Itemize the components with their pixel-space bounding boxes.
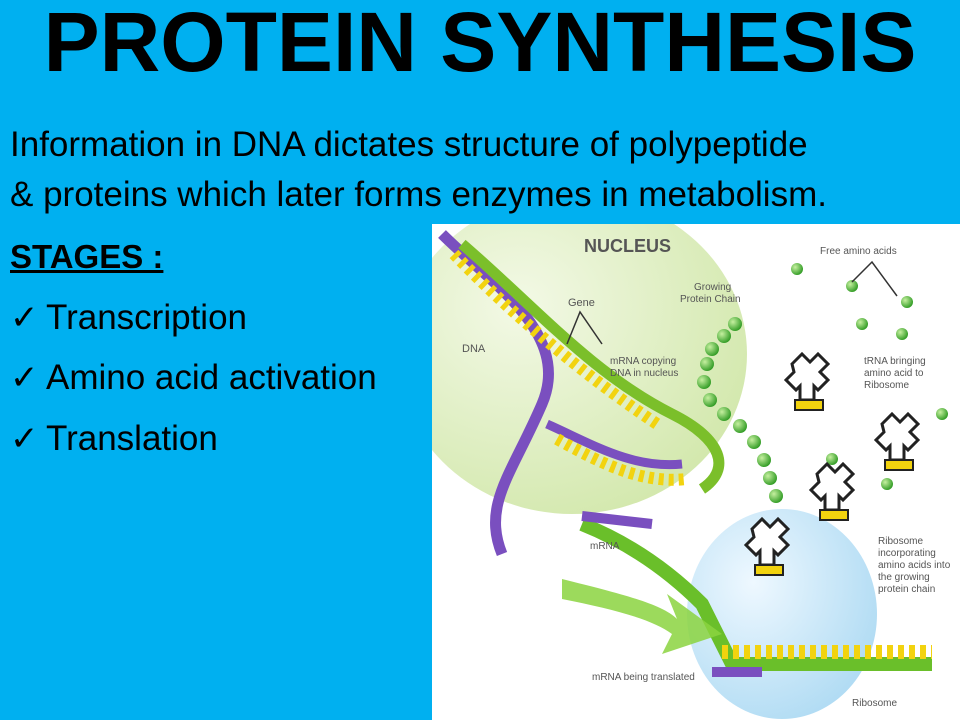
label-ribosome-inc-1: Ribosome — [878, 536, 923, 547]
dna-strand-green — [458, 239, 725, 494]
free-amino-pointer — [851, 260, 898, 297]
label-ribosome-inc-5: protein chain — [878, 584, 935, 595]
label-mrna-copying-2: DNA in nucleus — [610, 368, 678, 379]
stage-label: Amino acid activation — [46, 358, 377, 397]
free-amino-acids — [791, 263, 948, 490]
label-dna: DNA — [462, 343, 486, 355]
dna-rungs — [449, 249, 661, 429]
dna-strand-purple — [438, 230, 554, 557]
label-mrna-translated: mRNA being translated — [592, 672, 695, 683]
label-trna-2: amino acid to — [864, 368, 924, 379]
stage-label: Transcription — [46, 298, 247, 337]
stage-item-translation: ✓Translation — [10, 414, 218, 464]
mrna-green-ribbon — [579, 517, 932, 671]
label-trna-1: tRNA bringing — [864, 356, 926, 367]
label-gene: Gene — [568, 297, 595, 309]
intro-line-2: & proteins which later forms enzymes in … — [10, 175, 827, 214]
trna-molecules — [743, 351, 921, 567]
label-nucleus: NUCLEUS — [584, 236, 671, 256]
protein-synthesis-diagram: NUCLEUS DNA Gene mRNA copying DNA in nuc… — [432, 224, 960, 720]
translation-arrow — [562, 579, 722, 654]
label-growing-2: Protein Chain — [680, 294, 741, 305]
label-free-amino: Free amino acids — [820, 246, 897, 257]
label-mrna-copying-1: mRNA copying — [610, 356, 676, 367]
label-trna-3: Ribosome — [864, 380, 909, 391]
stage-item-transcription: ✓Transcription — [10, 293, 247, 343]
intro-text: Information in DNA dictates structure of… — [10, 120, 955, 220]
stage-label: Translation — [46, 419, 218, 458]
gene-pointer — [566, 310, 603, 345]
trna-anticodons — [754, 399, 914, 576]
checkmark-icon: ✓ — [10, 420, 39, 458]
mrna-rungs — [554, 433, 688, 486]
slide-title: PROTEIN SYNTHESIS — [43, 0, 917, 89]
label-ribosome: Ribosome — [852, 698, 897, 709]
label-growing-1: Growing — [694, 282, 731, 293]
label-ribosome-inc-4: the growing — [878, 572, 930, 583]
mrna-purple-ribbon — [581, 511, 762, 677]
checkmark-icon: ✓ — [10, 299, 39, 337]
checkmark-icon: ✓ — [10, 359, 39, 397]
diagram-svg: NUCLEUS DNA Gene mRNA copying DNA in nuc… — [432, 224, 951, 719]
stages-heading: STAGES : — [10, 238, 164, 275]
label-ribosome-inc-3: amino acids into — [878, 560, 951, 571]
protein-chain — [697, 317, 783, 503]
label-mrna: mRNA — [590, 541, 620, 552]
label-ribosome-inc-2: incorporating — [878, 548, 936, 559]
intro-line-1: Information in DNA dictates structure of… — [10, 125, 808, 164]
stage-item-amino-acid-activation: ✓Amino acid activation — [10, 353, 377, 403]
mrna-strand — [545, 419, 683, 470]
